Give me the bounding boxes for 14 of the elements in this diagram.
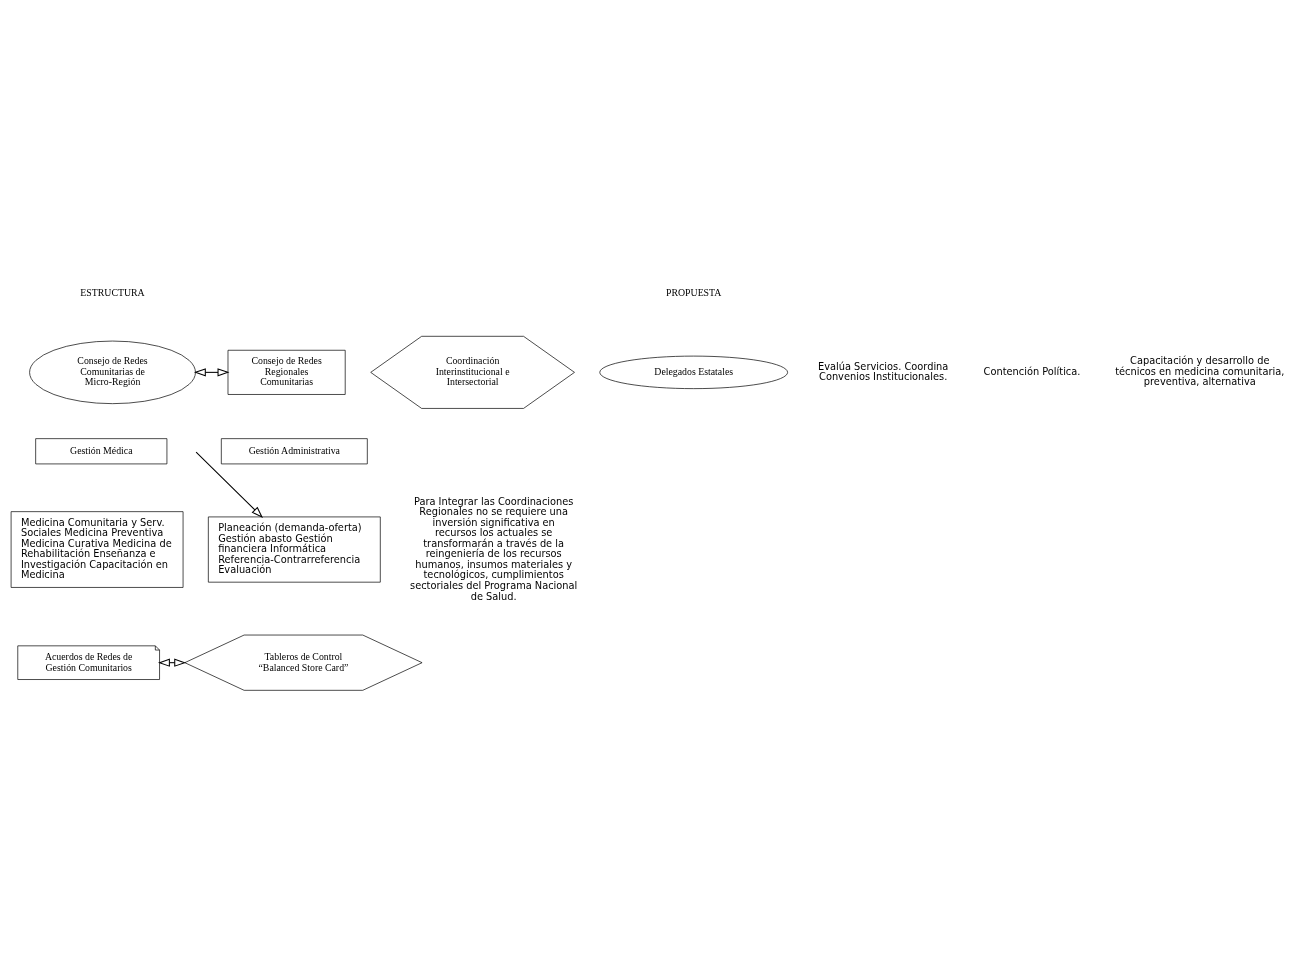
label: Para Integrar las Coordinaciones Regionales no se requiere una inversión significativa en recursos los actuales se transformarán a través de la reingeniería de los recursos humanos, insumos materiales y tecnológicos, cumplimientos sectoriales del Programa Nacional de Salud. (410, 495, 578, 602)
node-ellipse: Consejo de Redes Comunitarias de Micro-Región (29, 340, 196, 405)
label: Evalúa Servicios. Coordina Convenios Institucionales. (818, 360, 949, 383)
label: Contención Política. (983, 365, 1081, 377)
node-box: Medicina Comunitaria y Serv. Sociales Medicina Preventiva Medicina Curativa Medicina de Rehabilitación Enseñanza e Investigación Capacitación en Medicina (10, 511, 184, 588)
node-ellipse: Delegados Estatales (599, 355, 788, 389)
node-box: Planeación (demanda-oferta) Gestión abasto Gestión financiera Informática Referencia-Contrarreferencia Evaluación (208, 516, 381, 583)
label: ESTRUCTURA (80, 287, 145, 299)
label: PROPUESTA (666, 287, 722, 299)
label: Capacitación y desarrollo de técnicos en medicina comunitaria, preventiva, alternativa (1115, 355, 1285, 388)
arrow (195, 451, 264, 518)
node-box: Gestión Médica (35, 438, 168, 465)
node-box: Gestión Administrativa (220, 438, 368, 465)
node-box: Consejo de Redes Regionales Comunitarias (227, 349, 346, 395)
